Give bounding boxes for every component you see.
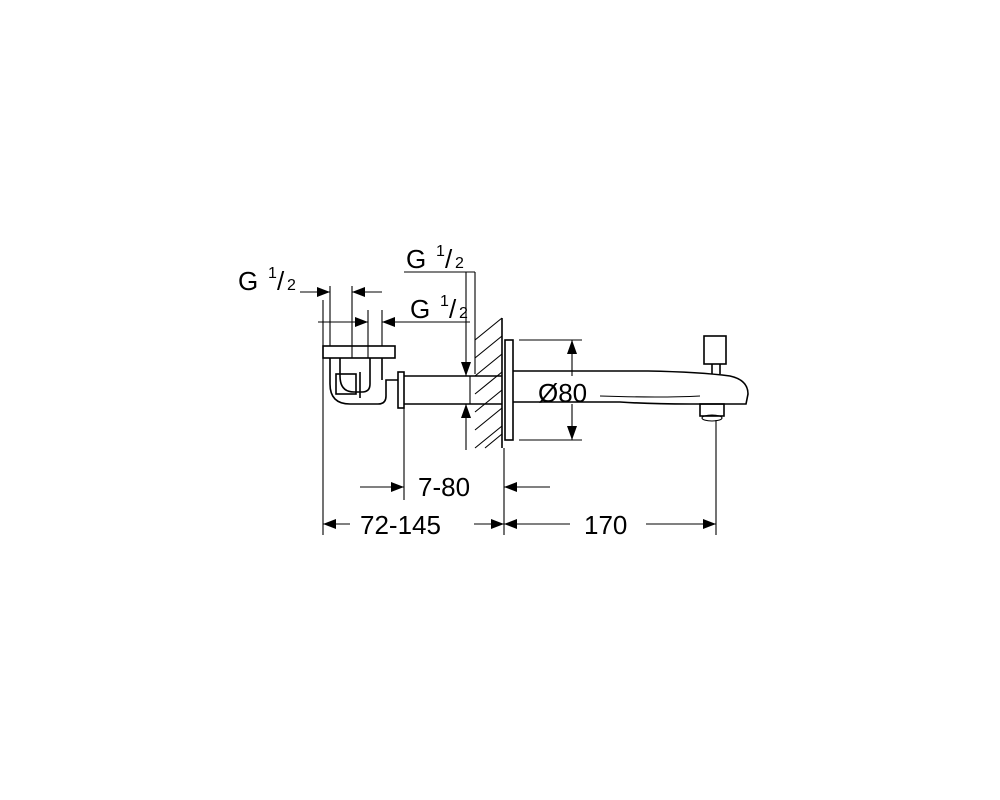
svg-text:2: 2	[459, 305, 468, 322]
svg-text:2: 2	[287, 277, 296, 294]
wall-section	[474, 317, 503, 449]
svg-text:1: 1	[436, 243, 445, 260]
svg-text:2: 2	[455, 255, 464, 272]
svg-text:/: /	[445, 244, 453, 274]
dim-thread-top	[404, 271, 475, 450]
svg-text:1: 1	[440, 293, 449, 310]
dim-projection	[504, 519, 716, 529]
projection-label: 170	[584, 510, 627, 540]
svg-text:/: /	[277, 266, 285, 296]
extension-tube	[404, 375, 502, 405]
dim-thread-left	[300, 287, 382, 297]
svg-text:G: G	[410, 294, 430, 324]
dim-wall-range	[360, 482, 550, 492]
spout	[513, 370, 749, 422]
diameter-label: Ø80	[538, 378, 587, 408]
thread-label-left: G 1 / 2	[238, 265, 296, 296]
thread-label-mid: G 1 / 2	[410, 293, 468, 324]
wall-range-label: 7-80	[418, 472, 470, 502]
dim-diameter	[567, 340, 577, 440]
svg-text:G: G	[238, 266, 258, 296]
diverter-knob	[703, 335, 727, 374]
svg-text:/: /	[449, 294, 457, 324]
rosette	[504, 339, 514, 441]
body-range-label: 72-145	[360, 510, 441, 540]
svg-text:G: G	[406, 244, 426, 274]
thread-label-top: G 1 / 2	[406, 243, 464, 274]
dim-thread-mid	[318, 317, 470, 327]
concealed-body	[322, 345, 405, 409]
svg-text:1: 1	[268, 265, 277, 282]
dim-body-range	[323, 519, 504, 529]
